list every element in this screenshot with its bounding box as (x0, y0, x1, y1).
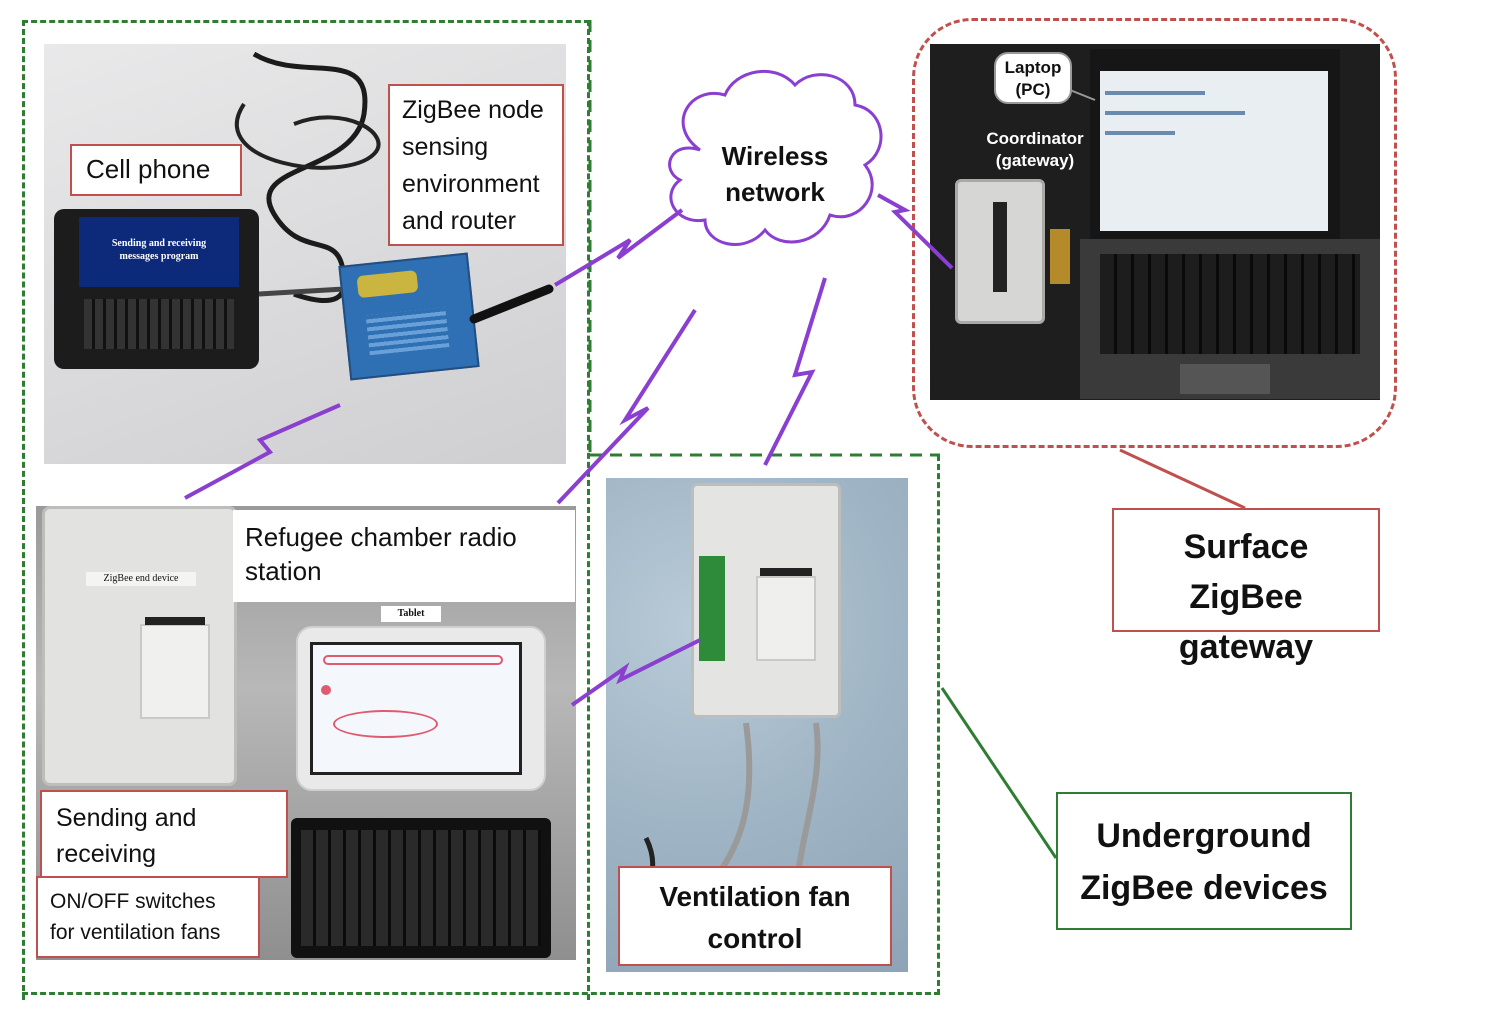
cell-phone-label: Cell phone (70, 144, 242, 196)
fan-control-green-board (699, 556, 725, 661)
fan-control-antenna (760, 568, 812, 576)
refugee-chamber-label: Refugee chamber radio station (233, 510, 575, 602)
on-off-switches-line-2: for ventilation fans (50, 921, 221, 944)
underground-group-upper-border (22, 20, 590, 1000)
ventilation-fan-line-2: control (707, 923, 803, 954)
coordinator-label: Coordinator (gateway) (980, 128, 1090, 174)
underground-devices-label: Underground ZigBee devices (1056, 792, 1352, 930)
refugee-chamber-line-1: Refugee chamber radio (245, 522, 517, 552)
ventilation-fan-line-1: Ventilation fan (659, 881, 851, 912)
laptop-keys (1100, 254, 1360, 354)
photo-cell-phone-node: Sending and receiving messages program (44, 44, 566, 464)
zigbee-end-device-label: ZigBee end device (86, 572, 196, 586)
laptop-label-line-2: (PC) (1015, 80, 1051, 99)
laptop-keyboard-base (1080, 239, 1380, 399)
phone-screen-line-1: Sending and receiving (111, 238, 207, 249)
sending-receiving-line-1: Sending and (56, 804, 197, 832)
zigbee-node-line-1: ZigBee node (402, 96, 544, 124)
coordinator-label-line-2: (gateway) (995, 151, 1075, 170)
zigbee-node-line-4: and router (402, 207, 516, 235)
keyboard (291, 818, 551, 958)
laptop-screen-ui-3 (1105, 131, 1175, 135)
coordinator-usb-module (1050, 229, 1070, 284)
cell-phone-label-text: Cell phone (86, 154, 211, 184)
underground-group-lower-border (22, 455, 940, 995)
surface-gateway-line-1: Surface ZigBee (1183, 528, 1309, 616)
laptop-screen (1100, 71, 1328, 231)
end-device-enclosure (42, 506, 237, 786)
coordinator-antenna (993, 202, 1007, 292)
cell-phone-device: Sending and receiving messages program (54, 209, 259, 369)
tablet-device (296, 626, 546, 791)
laptop-label: Laptop (PC) (994, 52, 1072, 104)
underground-connector (940, 687, 1058, 859)
zigbee-antenna (469, 284, 554, 324)
link-refugee-to-fan (570, 638, 701, 707)
underground-devices-line-1: Underground (1096, 817, 1312, 855)
keyboard-keys (301, 830, 541, 946)
laptop-label-line-1: Laptop (1004, 58, 1062, 77)
zigbee-node-line-2: sensing (402, 133, 489, 161)
tablet-ui-highlight-top (323, 655, 503, 665)
laptop-lid (1090, 49, 1340, 239)
coordinator-label-line-1: Coordinator (986, 129, 1084, 148)
cell-phone-screen: Sending and receiving messages program (79, 217, 239, 287)
surface-group-border (912, 18, 1397, 448)
tablet-label: Tablet (381, 606, 441, 622)
tablet-ui-dot (321, 685, 331, 695)
link-cloud-to-coordinator (877, 193, 954, 270)
laptop-screen-ui-1 (1105, 91, 1205, 95)
phone-keyboard (84, 299, 234, 349)
surface-gateway-label: Surface ZigBee gateway (1112, 508, 1380, 666)
photo-laptop-coordinator (930, 44, 1380, 400)
ventilation-fan-label: Ventilation fan control (618, 866, 892, 966)
laptop-touchpad (1180, 364, 1270, 394)
link-cloud-to-fan (763, 277, 827, 466)
underground-devices-line-2: ZigBee devices (1080, 869, 1328, 907)
phone-screen-line-2: messages program (119, 251, 199, 262)
link-cloud-to-refugee (556, 308, 697, 505)
end-device-module (140, 624, 210, 719)
phone-screen-text: Sending and receiving messages program (79, 237, 239, 263)
link-node-to-cloud (553, 208, 684, 287)
wireless-network-label: Wireless network (700, 138, 850, 214)
zigbee-node-label: ZigBee node sensing environment and rout… (388, 84, 564, 246)
surface-connector (1119, 448, 1246, 510)
refugee-chamber-line-2: station (245, 556, 322, 586)
coordinator-device (955, 179, 1045, 324)
fan-control-module (756, 576, 816, 661)
on-off-switches-label: ON/OFF switches for ventilation fans (36, 876, 260, 958)
wireless-network-line-1: Wireless (721, 141, 829, 171)
tablet-ui-highlight-oval (333, 710, 438, 738)
fan-control-enclosure (691, 483, 841, 718)
link-phone-to-refugee (184, 403, 341, 500)
laptop-screen-ui-2 (1105, 111, 1245, 115)
zigbee-node-line-3: environment (402, 170, 540, 198)
end-device-antenna (145, 617, 205, 625)
tablet-screen (310, 642, 522, 775)
on-off-switches-line-1: ON/OFF switches (50, 890, 216, 913)
surface-gateway-line-2: gateway (1178, 628, 1314, 666)
wireless-network-line-2: network (725, 177, 825, 207)
